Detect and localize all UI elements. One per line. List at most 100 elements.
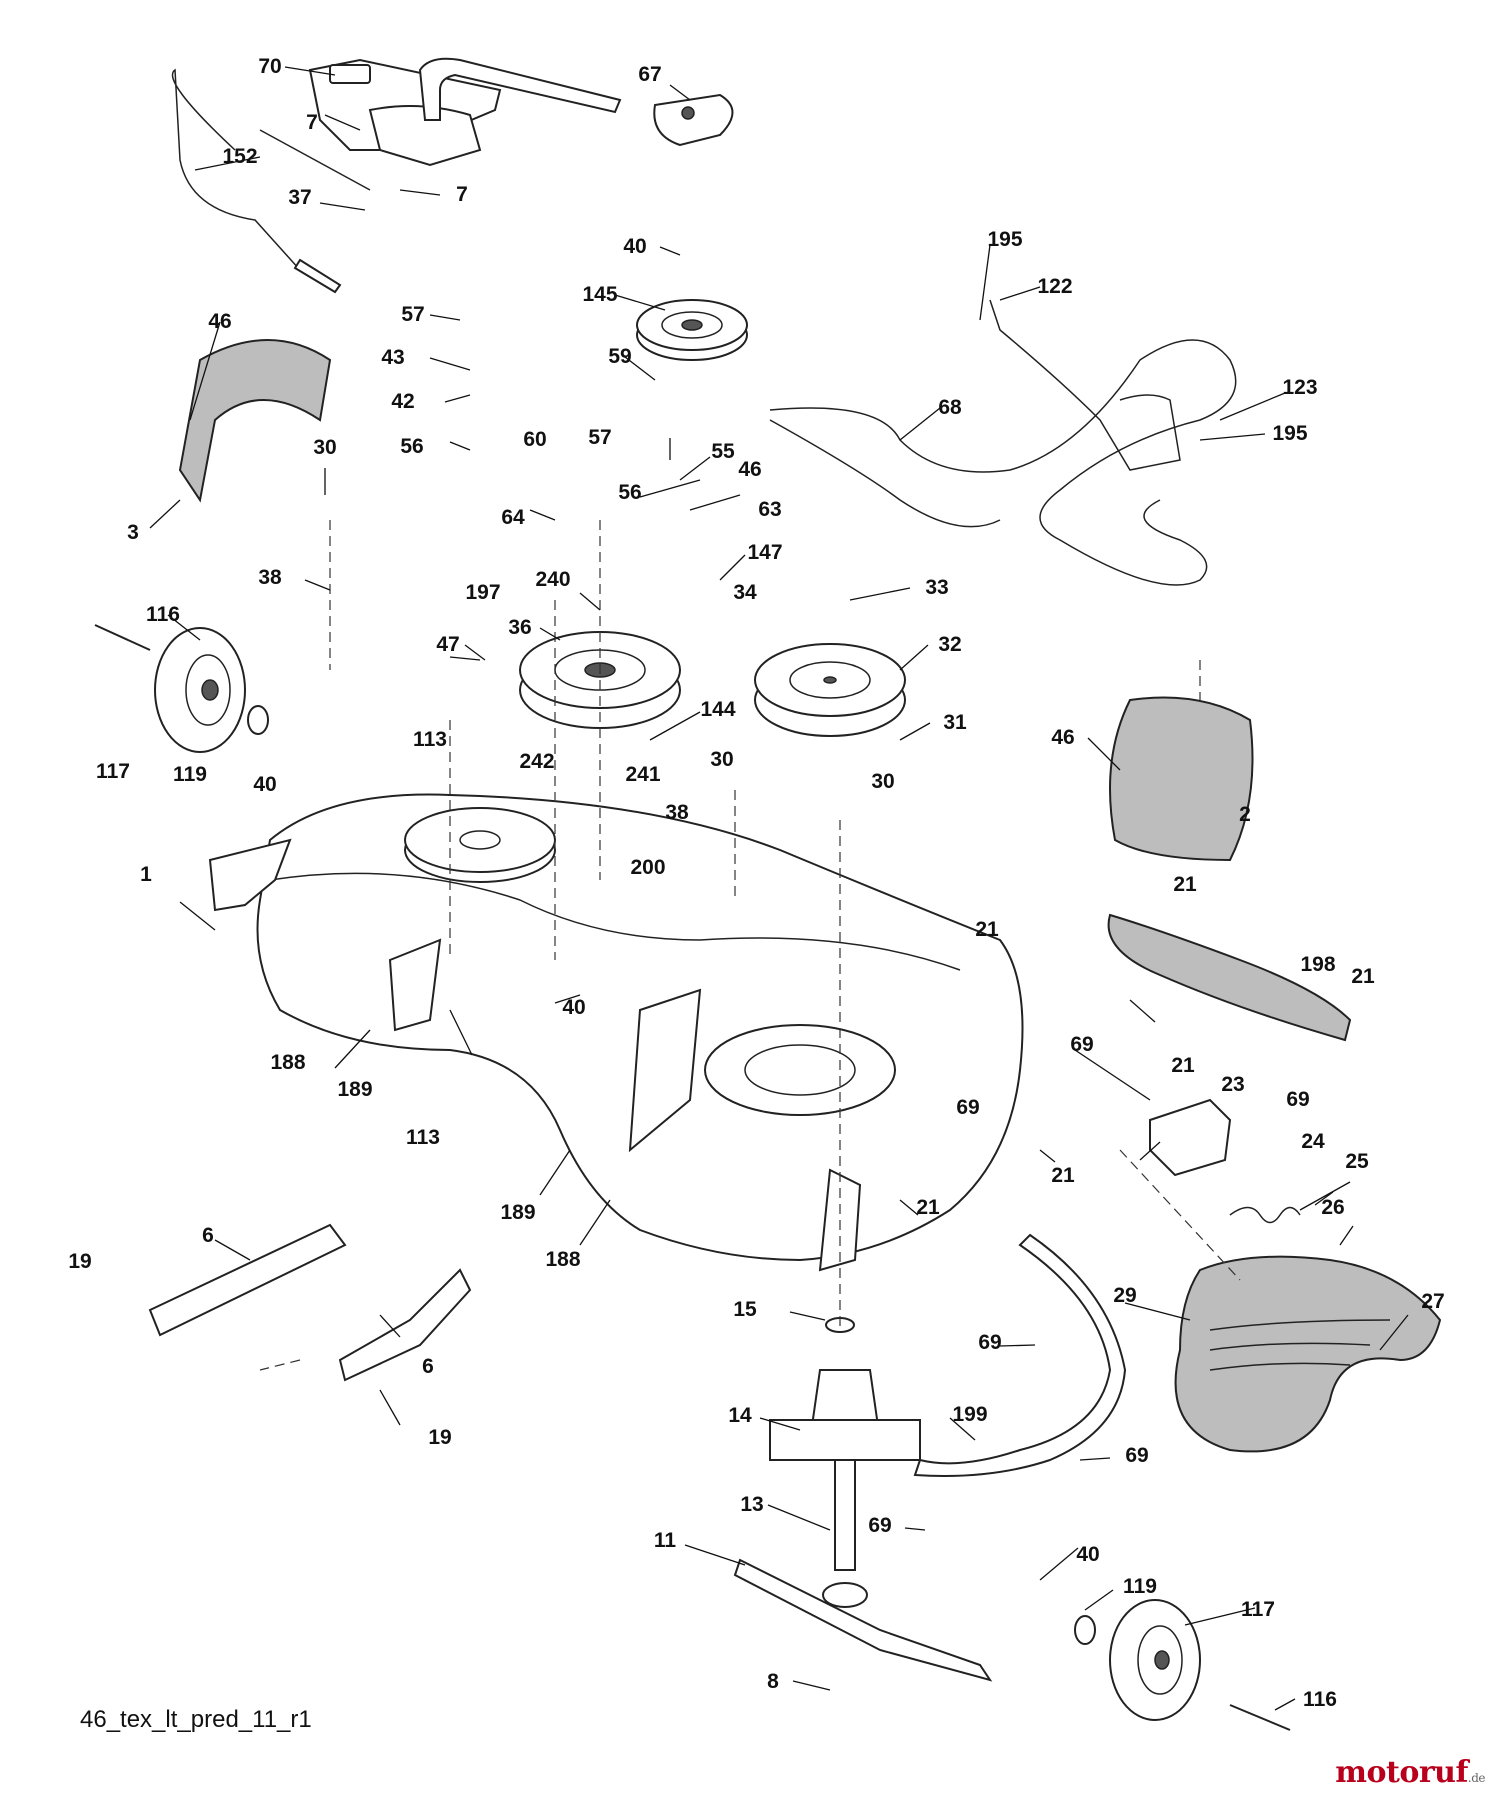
- callout-label: 46: [1051, 726, 1075, 749]
- callout-label: 122: [1037, 275, 1073, 298]
- callout-label: 69: [1125, 1444, 1149, 1467]
- callout-label: 15: [733, 1298, 757, 1321]
- callout-label: 123: [1282, 376, 1318, 399]
- lift-bracket-assembly: [308, 57, 622, 167]
- chute-27: [1174, 1255, 1442, 1453]
- callout-label: 34: [733, 581, 757, 604]
- pulley-32: [754, 643, 906, 737]
- wheel-right: [1074, 1599, 1291, 1731]
- callout-label: 24: [1301, 1130, 1325, 1153]
- callout-label: 40: [253, 773, 277, 796]
- shield-3: [178, 339, 332, 503]
- callout-label: 13: [740, 1493, 764, 1516]
- baffle-198: [1107, 913, 1352, 1042]
- callout-label: 29: [1113, 1284, 1137, 1307]
- callout-label: 60: [523, 428, 547, 451]
- bracket-23: [1149, 1098, 1232, 1177]
- callout-label: 63: [758, 498, 782, 521]
- callout-label: 8: [767, 1670, 779, 1693]
- callout-label: 36: [508, 616, 532, 639]
- callout-label: 119: [173, 763, 207, 786]
- callout-label: 1: [140, 863, 152, 886]
- callout-label: 3: [127, 521, 139, 544]
- watermark-text: motoruf: [1335, 1755, 1468, 1790]
- callout-label: 2: [1239, 803, 1251, 826]
- belt-68: [769, 339, 1237, 586]
- deck-housing: [208, 793, 1024, 1272]
- callout-label: 26: [1321, 1196, 1345, 1219]
- wheel-left: [94, 624, 269, 753]
- callout-label: 116: [1303, 1688, 1337, 1711]
- arm-6-lower: [338, 1268, 472, 1382]
- callout-label: 119: [1123, 1575, 1157, 1598]
- callout-label: 188: [545, 1248, 581, 1271]
- callout-label: 14: [728, 1404, 752, 1427]
- callout-label: 21: [975, 918, 999, 941]
- callout-label: 69: [1070, 1033, 1094, 1056]
- idler-pulley-145: [636, 299, 748, 361]
- callout-label: 46: [208, 310, 232, 333]
- watermark-suffix: .de: [1467, 1771, 1486, 1785]
- callout-label: 6: [422, 1355, 434, 1378]
- spindle-14: [769, 1369, 921, 1608]
- callout-label: 19: [428, 1426, 452, 1449]
- spring-25: [1229, 1206, 1301, 1224]
- callout-label: 40: [623, 235, 647, 258]
- diagram-code: 46_tex_lt_pred_11_r1: [80, 1706, 312, 1733]
- callout-label: 242: [519, 750, 555, 773]
- callout-label: 69: [956, 1096, 980, 1119]
- callout-label: 38: [258, 566, 282, 589]
- callout-label: 21: [1171, 1054, 1195, 1077]
- callout-label: 56: [400, 435, 424, 458]
- bracket-67: [653, 93, 734, 147]
- callout-label: 195: [987, 228, 1023, 251]
- callout-label: 145: [582, 283, 618, 306]
- callout-label: 147: [747, 541, 783, 564]
- callout-label: 47: [436, 633, 460, 656]
- cable-assembly: [171, 68, 371, 294]
- watermark-logo: motoruf.de: [1335, 1755, 1485, 1790]
- callout-label: 21: [1351, 965, 1375, 988]
- callout-label: 42: [391, 390, 415, 413]
- callout-label: 67: [638, 63, 662, 86]
- callout-label: 197: [465, 581, 501, 604]
- callout-label: 152: [222, 145, 258, 168]
- callout-label: 40: [1076, 1543, 1100, 1566]
- callout-label: 46: [738, 458, 762, 481]
- callout-label: 200: [630, 856, 666, 879]
- callout-label: 30: [710, 748, 734, 771]
- callout-label: 189: [337, 1078, 373, 1101]
- callout-label: 189: [500, 1201, 536, 1224]
- callout-label: 37: [288, 186, 312, 209]
- callout-label: 70: [258, 55, 282, 78]
- callout-label: 198: [1300, 953, 1336, 976]
- callout-label: 32: [938, 633, 962, 656]
- callout-label: 117: [1241, 1598, 1275, 1621]
- callout-label: 56: [618, 481, 642, 504]
- callout-label: 64: [501, 506, 525, 529]
- callout-label: 113: [406, 1126, 440, 1149]
- callout-label: 69: [1286, 1088, 1310, 1111]
- callout-label: 144: [700, 698, 736, 721]
- callout-label: 116: [146, 603, 180, 626]
- callout-label: 27: [1421, 1290, 1445, 1313]
- callout-label: 199: [952, 1403, 988, 1426]
- callout-label: 195: [1272, 422, 1308, 445]
- callout-label: 33: [925, 576, 949, 599]
- callout-label: 188: [270, 1051, 306, 1074]
- callout-label: 113: [413, 728, 447, 751]
- callout-label: 23: [1221, 1073, 1245, 1096]
- callout-label: 68: [938, 396, 962, 419]
- callout-label: 117: [96, 760, 130, 783]
- callout-label: 38: [665, 801, 689, 824]
- callout-label: 7: [306, 111, 318, 134]
- shield-2: [1109, 696, 1254, 862]
- callout-label: 30: [871, 770, 895, 793]
- blade-11: [733, 1558, 993, 1682]
- callout-label: 31: [943, 711, 967, 734]
- callout-label: 30: [313, 436, 337, 459]
- callout-label: 59: [608, 345, 632, 368]
- callout-label: 7: [456, 183, 468, 206]
